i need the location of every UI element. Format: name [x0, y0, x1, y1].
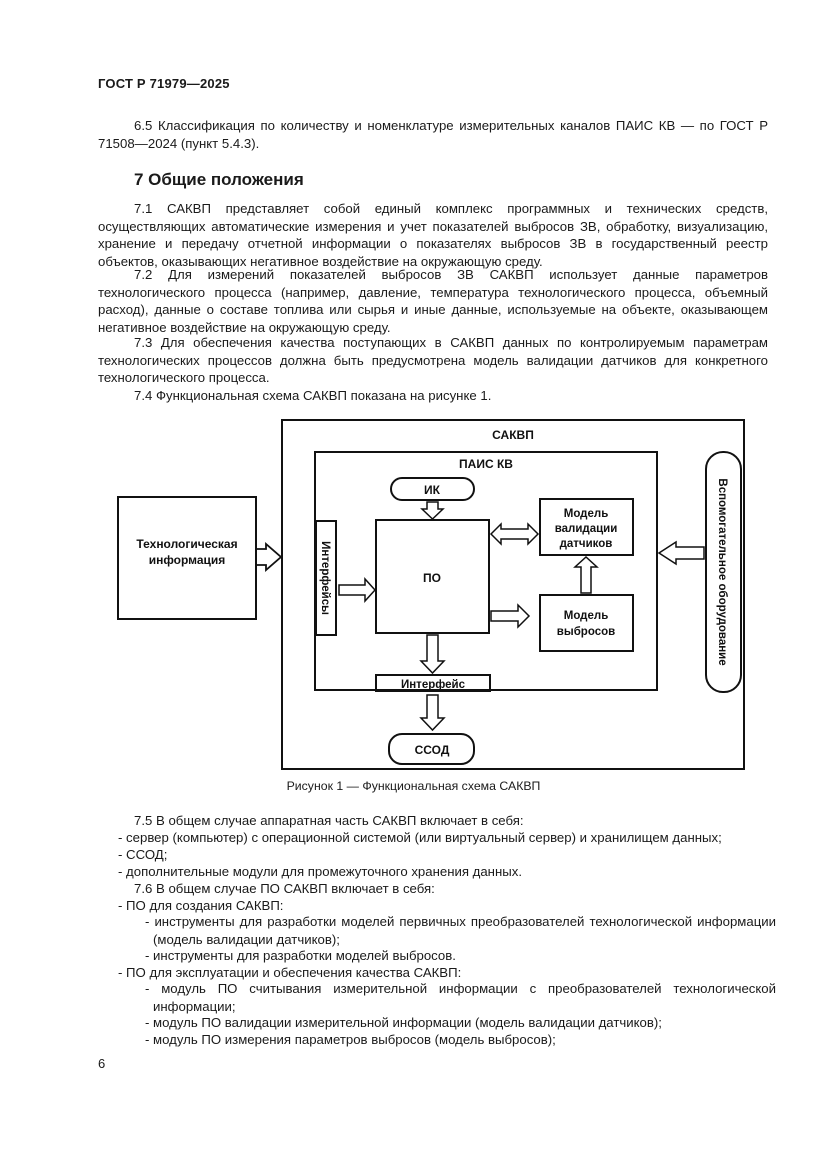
figure-caption: Рисунок 1 — Функциональная схема САКВП [286, 779, 541, 793]
paragraph-7-2: 7.2 Для измерений показателей выбросов З… [98, 267, 768, 335]
ik-box [390, 477, 475, 501]
arrow-po-to-emissions [490, 603, 531, 629]
pais-kv-box [314, 451, 658, 691]
po-label: ПО [423, 571, 441, 585]
interface-label: Интерфейс [401, 679, 466, 691]
list-item: - ПО для эксплуатации и обеспечения каче… [118, 965, 462, 980]
interface-box [375, 674, 491, 692]
po-box [375, 519, 490, 634]
aux-equipment-label: Вспомогательное оборудование [716, 478, 728, 665]
page-number: 6 [98, 1056, 106, 1071]
paragraph-7-6-intro: 7.6 В общем случае ПО САКВП включает в с… [134, 881, 435, 896]
list-item: - дополнительные модули для промежуточно… [118, 864, 522, 879]
arrow-interfaces-to-po [338, 577, 377, 603]
ssod-label: ССОД [415, 743, 450, 757]
document-header: ГОСТ Р 71979—2025 [98, 76, 230, 91]
arrow-emissions-to-validation [573, 555, 599, 594]
model-validation-line1: Модель [564, 508, 609, 520]
list-item: - модуль ПО считывания измерительной инф… [145, 981, 776, 1014]
sakvp-label: САКВП [492, 428, 534, 442]
interfaces-label: Интерфейсы [319, 541, 331, 615]
sakvp-box [281, 419, 745, 770]
model-validation-line2: валидации [555, 523, 618, 535]
aux-equipment-box [705, 451, 742, 693]
model-validation-line3: датчиков [560, 538, 613, 550]
arrow-po-model-validation [489, 522, 540, 546]
paragraph-7-3: 7.3 Для обеспечения качества поступающих… [98, 335, 768, 385]
paragraph-7-1: 7.1 САКВП представляет собой единый комп… [98, 201, 768, 269]
paragraph-7-5-intro: 7.5 В общем случае аппаратная часть САКВ… [134, 813, 524, 828]
model-validation-box [539, 498, 634, 556]
model-emissions-line1: Модель [564, 610, 609, 622]
tech-info-line1: Технологическая [136, 537, 237, 551]
arrow-aux-to-pais [657, 540, 705, 566]
ssod-box [388, 733, 475, 765]
tech-info-line2: информация [149, 553, 226, 567]
arrow-interface-to-ssod [419, 694, 446, 732]
list-item: - ССОД; [118, 847, 168, 862]
list-item: - ПО для создания САКВП: [118, 898, 284, 913]
interfaces-box [315, 520, 337, 636]
model-emissions-box [539, 594, 634, 652]
arrow-po-to-interface [419, 634, 446, 675]
paragraph-6-5: 6.5 Классификация по количеству и номенк… [98, 118, 768, 151]
list-item: - модуль ПО измерения параметров выбросо… [145, 1032, 556, 1047]
list-item: - инструменты для разработки моделей выб… [145, 948, 456, 963]
arrow-ik-to-po [420, 501, 445, 521]
tech-info-box [117, 496, 257, 620]
arrow-tech-info-to-sakvp [256, 542, 283, 572]
model-emissions-line2: выбросов [557, 626, 615, 638]
list-item: - инструменты для разработки моделей пер… [145, 914, 776, 947]
section-title: 7 Общие положения [134, 170, 304, 189]
list-item: - сервер (компьютер) с операционной сист… [118, 830, 722, 845]
list-item: - модуль ПО валидации измерительной инфо… [145, 1015, 662, 1030]
functional-diagram: САКВП ПАИС КВ ИК ПО Интерфейсы Модель ва… [117, 419, 745, 770]
pais-kv-label: ПАИС КВ [459, 457, 513, 471]
paragraph-7-4: 7.4 Функциональная схема САКВП показана … [134, 388, 492, 403]
ik-label: ИК [424, 483, 441, 497]
